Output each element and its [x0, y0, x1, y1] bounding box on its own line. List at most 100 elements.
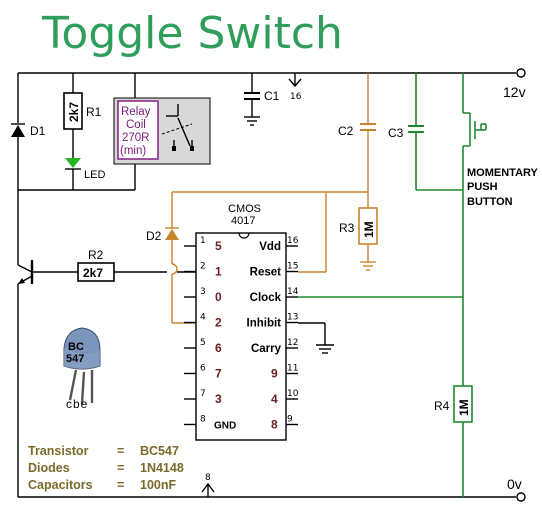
d1-branch: D1 [11, 73, 46, 265]
ic-notch-icon [238, 232, 250, 239]
gnd-reference: 8 [201, 473, 215, 497]
ic-output-number: 1 [215, 265, 222, 279]
ic-pin-number: 13 [287, 313, 298, 323]
ground-terminal-icon [516, 492, 526, 502]
vdd-reference: 16 [288, 73, 302, 102]
ground-rail-label: 0v [507, 476, 522, 492]
positive-rail: 12v [18, 68, 526, 100]
d1-label: D1 [30, 124, 46, 138]
ic-pin-number: 1 [200, 236, 206, 246]
bc547-package: BC 547 cbe [63, 327, 101, 411]
component-notes: Transistor=BC547Diodes=1N4148Capacitors=… [28, 444, 184, 492]
package-text-2: 547 [66, 353, 84, 365]
r3-label: R3 [339, 221, 355, 235]
push-button-label-1: MOMENTARY [467, 167, 539, 179]
note-equals: = [117, 444, 124, 458]
ic-right-pin: 11 9 [271, 364, 298, 381]
gnd-pin-ref: 8 [205, 473, 211, 483]
ic-output-number: 9 [271, 367, 278, 381]
ic-output-number: 0 [215, 290, 222, 304]
relay-line1: Relay [121, 106, 151, 118]
relay-contact-icon [161, 104, 194, 151]
relay: Relay Coil 270R (min) [113, 97, 211, 165]
relay-line4: (min) [120, 145, 146, 157]
emitter-arrow-icon [18, 278, 25, 284]
r3-value: 1M [362, 221, 376, 238]
led-icon [65, 158, 81, 168]
note-label: Transistor [28, 444, 89, 458]
vdd-pin-ref: 16 [290, 92, 302, 102]
ic-pin-number: 12 [287, 338, 298, 348]
r2-value: 2k7 [83, 266, 103, 280]
ic-pin-name: Carry [251, 343, 282, 355]
ic-pin-name: Vdd [259, 241, 281, 253]
c3-button-branch: C3 1M R4 MOMENTARY PUSH BUTTON [298, 73, 539, 497]
ic-pin-name: GND [214, 421, 236, 432]
r2-label: R2 [88, 248, 104, 262]
arrow-up-icon [201, 482, 215, 493]
ic-right-pin: 98 [271, 415, 298, 432]
r4-label: R4 [434, 399, 450, 413]
ic-pin-number: 9 [287, 415, 293, 425]
d2-label: D2 [146, 229, 162, 243]
relay-line2: Coil [126, 119, 146, 131]
ic-output-number: 2 [215, 316, 222, 330]
ic-body [195, 232, 287, 441]
c2-label: C2 [338, 124, 354, 138]
ic-pin-number: 8 [200, 415, 206, 425]
note-equals: = [117, 461, 124, 475]
push-button-icon [463, 112, 487, 147]
push-button-label-2: PUSH [467, 181, 498, 193]
ic-output-number: 4 [271, 392, 278, 406]
note-row: Transistor = BC547 [28, 444, 179, 458]
ic-pin-name: Inhibit [247, 318, 282, 330]
positive-terminal-icon [516, 68, 526, 78]
r1-label: R1 [86, 105, 102, 119]
note-value: 100nF [140, 478, 176, 492]
r1-value: 2k7 [67, 102, 81, 122]
ic-pin-number: 14 [287, 287, 299, 297]
note-value: BC547 [140, 444, 179, 458]
ic-pin-number: 11 [287, 364, 298, 374]
ic-pin-number: 15 [287, 262, 298, 272]
ic-output-number: 8 [271, 418, 278, 432]
d1-diode-icon [11, 125, 25, 137]
ic-output-number: 6 [215, 341, 222, 355]
ic-pin-name: Clock [250, 292, 282, 304]
ic-pin-number: 7 [200, 389, 206, 399]
ic-pin-number: 6 [200, 364, 206, 374]
ic-family: CMOS [228, 203, 261, 215]
ground-rail: 0v [18, 476, 526, 502]
package-text-1: BC [68, 341, 84, 353]
note-row: Capacitors=100nF [28, 478, 176, 492]
arrow-down-icon [288, 78, 302, 88]
ic-output-number: 5 [215, 239, 222, 253]
ic-pin-number: 10 [287, 389, 299, 399]
d2-diode-icon [165, 229, 179, 240]
ic-output-number: 7 [215, 367, 222, 381]
ic-pin-number: 5 [200, 338, 206, 348]
r1-led-branch: 2k7 R1 LED [18, 73, 136, 191]
relay-coil-box [117, 100, 159, 160]
ic-part: 4017 [231, 215, 255, 227]
note-label: Diodes [28, 461, 70, 475]
r4-value: 1M [457, 399, 471, 416]
note-equals: = [117, 478, 124, 492]
page-title: Toggle Switch [41, 8, 343, 59]
